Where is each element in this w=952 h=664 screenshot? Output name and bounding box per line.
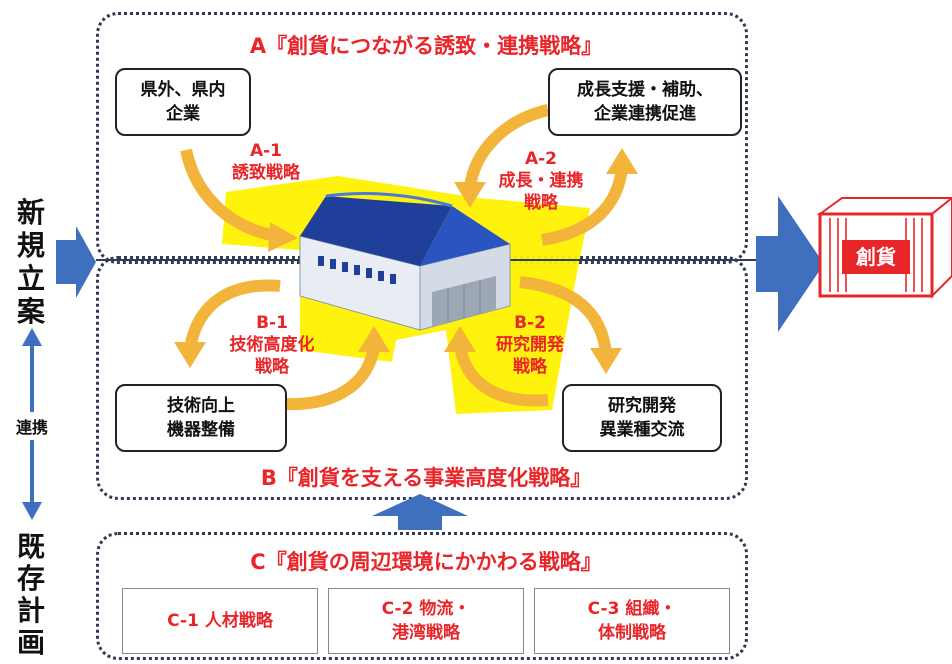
arrowhead-a2-in [454, 182, 486, 208]
panel-a-title: A『創貨につながる誘致・連携戦略』 [249, 34, 603, 58]
label-line: 技術高度化 [229, 335, 315, 355]
box-research-exchange: 研究開発 異業種交流 [562, 384, 722, 452]
box-line: 企業連携促進 [594, 104, 696, 124]
arrow-b2-top [519, 276, 612, 355]
panel-c-title: C『創貨の周辺環境にかかわる戦略』 [250, 550, 602, 574]
box-growth-support: 成長支援・補助、 企業連携促進 [548, 68, 742, 136]
label-line: 戦略 [513, 357, 547, 377]
arrowhead-b2-top [590, 348, 622, 374]
arrowhead-a2-out [606, 148, 638, 174]
arrow-a2-in [464, 104, 550, 189]
existing-plan-char: 既 [16, 530, 45, 563]
label-line: A-1 [249, 141, 283, 161]
new-plan-char: 立 [16, 262, 45, 295]
box-line: 技術向上 [167, 396, 235, 416]
arrow-b1-left [184, 279, 281, 350]
output-arrow [756, 196, 824, 332]
new-plan-char: 規 [16, 229, 45, 262]
existing-plan-char: 存 [16, 562, 45, 595]
label-b2: B-2 研究開発 戦略 [478, 312, 582, 378]
box-line: 体制戦略 [598, 623, 666, 643]
box-line: 研究開発 [608, 396, 676, 416]
arrow-b2-bottom [454, 344, 549, 407]
new-plan-char: 案 [16, 295, 45, 328]
box-line: C-3 組織・ [587, 599, 677, 619]
new-plan-char: 新 [16, 196, 45, 229]
existing-plan-char: 画 [16, 626, 45, 659]
arrowhead-b1-right [358, 326, 390, 352]
coop-arrow-down [22, 502, 42, 520]
label-line: 研究開発 [496, 335, 564, 355]
box-line: 企業 [166, 104, 200, 124]
box-c3: C-3 組織・ 体制戦略 [534, 588, 730, 654]
label-line: 戦略 [524, 193, 558, 213]
existing-plan-char: 計 [16, 594, 45, 627]
box-line: 県外、県内 [140, 80, 226, 100]
label-line: 成長・連携 [498, 171, 584, 191]
label-line: B-1 [256, 313, 288, 333]
box-c1: C-1 人材戦略 [122, 588, 318, 654]
arrow-b1-right [285, 345, 380, 411]
label-line: 誘致戦略 [232, 163, 300, 183]
arrow-a2-out [541, 167, 628, 246]
arrowhead-b1-left [174, 342, 206, 368]
warehouse-icon [299, 192, 511, 331]
coop-label: 連携 [6, 412, 58, 440]
box-line: C-1 人材戦略 [167, 611, 273, 631]
label-line: 戦略 [255, 357, 289, 377]
panel-c [96, 532, 748, 660]
box-line: 機器整備 [167, 420, 235, 440]
box-tech-improvement: 技術向上 機器整備 [115, 384, 287, 452]
up-arrow [372, 494, 468, 530]
arrowhead-a1 [268, 222, 298, 252]
box-c2: C-2 物流・ 港湾戦略 [328, 588, 524, 654]
input-arrow [56, 226, 96, 298]
label-b1: B-1 技術高度化 戦略 [212, 312, 332, 378]
panel-b-title: B『創貨を支える事業高度化戦略』 [260, 466, 592, 490]
coop-arrow-up [22, 328, 42, 346]
arrow-a1 [180, 148, 278, 242]
label-line: A-2 [524, 149, 558, 169]
box-line: 港湾戦略 [392, 623, 460, 643]
label-a1: A-1 誘致戦略 [216, 140, 316, 184]
box-line: C-2 物流・ [381, 599, 471, 619]
arrowhead-b2-bottom [444, 326, 476, 352]
label-a2: A-2 成長・連携 戦略 [486, 148, 596, 214]
box-line: 成長支援・補助、 [577, 80, 713, 100]
box-line: 異業種交流 [599, 420, 685, 440]
label-line: B-2 [514, 313, 546, 333]
output-crate-icon [816, 196, 952, 299]
output-label: 創貨 [856, 245, 896, 269]
box-outside-inside-companies: 県外、県内 企業 [115, 68, 251, 136]
